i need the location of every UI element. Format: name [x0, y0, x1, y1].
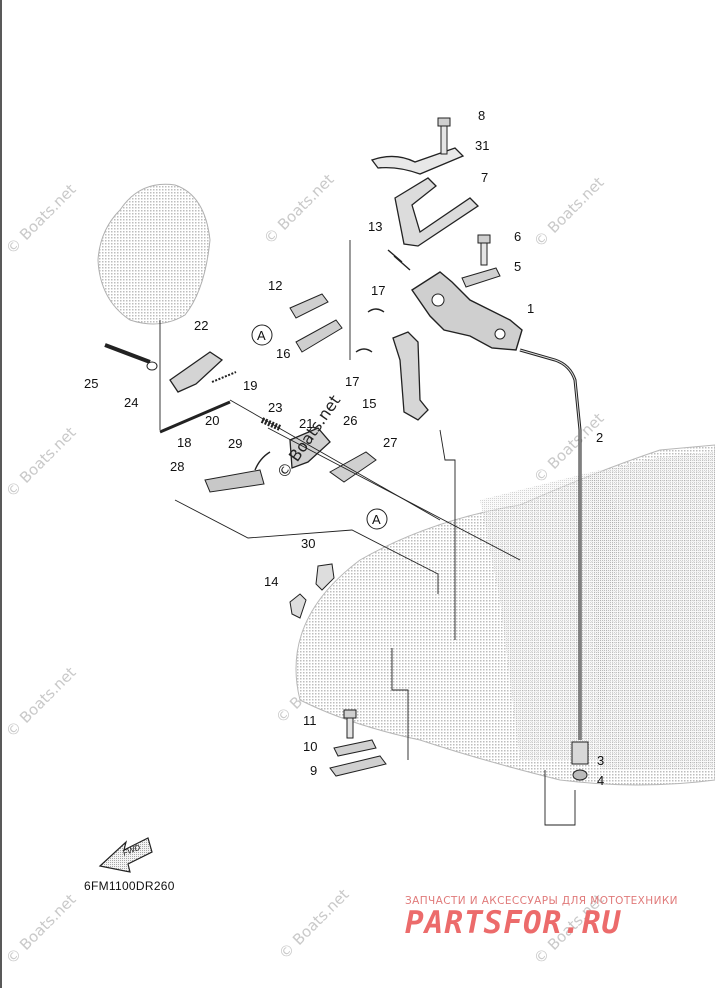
part-label: 5: [514, 259, 521, 274]
part-label: 9: [310, 763, 317, 778]
part-label: 11: [303, 713, 317, 728]
plate-10: [333, 739, 377, 757]
part-label: 22: [194, 318, 208, 333]
watermark-text: © Boats.net: [2, 890, 80, 968]
watermark-center: © Boats.net: [273, 391, 345, 482]
plate-9: [329, 755, 387, 777]
clip-17: [355, 308, 385, 353]
part-label: 28: [170, 459, 184, 474]
clip-13: [387, 249, 411, 271]
part-label: 26: [343, 413, 357, 428]
bolt-25: [104, 343, 151, 364]
part-label: 10: [303, 739, 317, 754]
bolt-6: [477, 234, 491, 266]
part-label: 13: [368, 219, 382, 234]
part-label: 17: [345, 374, 359, 389]
sleeve-3: [571, 741, 589, 765]
clip-14: [289, 593, 307, 619]
part-labels: 1 2 3 4 5 6 7 8 9 10 11 12 13 14 15 16 1…: [84, 108, 604, 788]
lever-15: [392, 331, 429, 421]
watermark-text: © Boats.net: [2, 663, 80, 741]
watermark-text: © Boats.net: [275, 885, 353, 963]
part-label: 1: [527, 301, 534, 316]
fwd-arrow-icon: FWD: [98, 837, 153, 873]
link-28: [204, 469, 265, 493]
part-label: 4: [597, 773, 604, 788]
part-label: 27: [383, 435, 397, 450]
brand-logo[interactable]: PARTSFOR.RU: [405, 905, 622, 941]
link-18: [159, 400, 231, 434]
part-label: 29: [228, 436, 242, 451]
part-label: 16: [276, 346, 290, 361]
plate-5: [461, 267, 501, 288]
watermark-text: © Boats.net: [260, 170, 338, 248]
bracket-21: [289, 427, 331, 469]
part-label: 24: [124, 395, 138, 410]
brand-tagline: ЗАПЧАСТИ И АКСЕССУАРЫ ДЛЯ МОТОТЕХНИКИ: [405, 895, 678, 907]
part-label: 3: [597, 753, 604, 768]
guide-lines: [159, 240, 576, 826]
part-label: 21: [299, 416, 313, 431]
part-label: 18: [177, 435, 191, 450]
rod-2: [519, 348, 582, 740]
part-label: 15: [362, 396, 376, 411]
part-label: 17: [371, 283, 385, 298]
part-label: 20: [205, 413, 219, 428]
part-label: 6: [514, 229, 521, 244]
callout-a-upper: A: [251, 324, 273, 346]
diagram-code: 6FM1100DR260: [84, 879, 175, 893]
part-label: 14: [264, 574, 278, 589]
callout-letter: A: [372, 512, 381, 527]
callout-letter: A: [257, 328, 266, 343]
part-label: 2: [596, 430, 603, 445]
part-label: 23: [268, 400, 282, 415]
part-label: 7: [481, 170, 488, 185]
throttle-bracket-1: [411, 271, 523, 351]
spring-29: [254, 451, 271, 471]
engine-ghost: [97, 183, 715, 786]
link-16: [295, 319, 343, 353]
watermark-text: © Boats.net: [2, 423, 80, 501]
bolt-11: [343, 709, 357, 739]
part-label: 19: [243, 378, 257, 393]
watermark-text: © Boats.net: [2, 180, 80, 258]
washer-24: [146, 361, 158, 371]
part-label: 12: [268, 278, 282, 293]
link-12: [289, 293, 329, 319]
part-label: 31: [475, 138, 489, 153]
part-label: 8: [478, 108, 485, 123]
bracket-7: [394, 177, 480, 247]
lever-22: [169, 351, 224, 393]
bracket-31: [370, 147, 465, 175]
spring-19: [211, 371, 237, 383]
plate-27: [329, 451, 377, 483]
bolt-8: [437, 117, 451, 155]
clip-30: [315, 563, 335, 591]
clip-4: [572, 769, 588, 781]
part-label: 25: [84, 376, 98, 391]
part-label: 30: [301, 536, 315, 551]
callout-a-lower: A: [366, 508, 388, 530]
watermark-text: © Boats.net: [530, 173, 608, 251]
